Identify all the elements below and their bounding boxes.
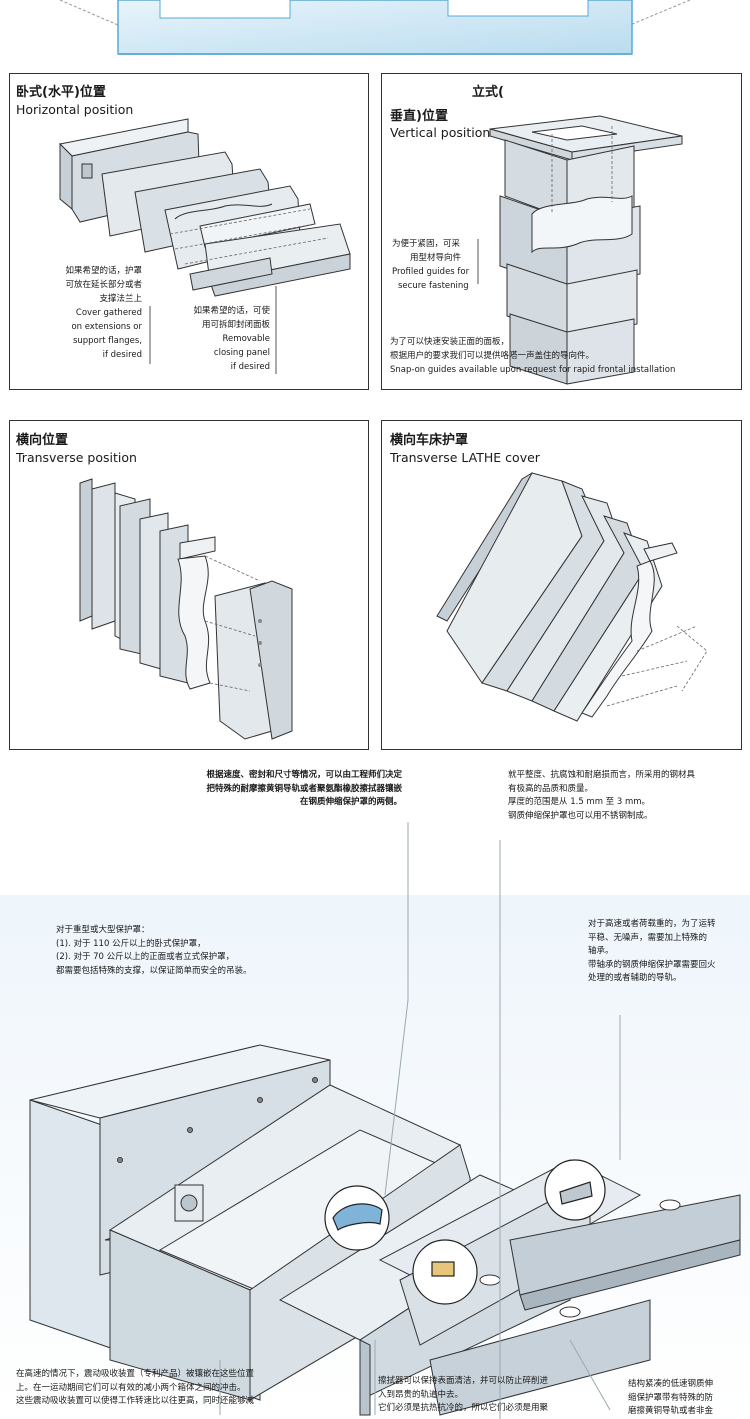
callout-steel-quality: 就平整度、抗腐蚀和耐磨损而言，所采用的钢材具 有极高的品质和质量。 厚度的范围是… <box>508 770 696 821</box>
callout-high-speed: 对于高速或者荷载重的，为了运转 平稳、无噪声，需要加上特殊的 轴承。 带轴承的钢… <box>588 919 716 983</box>
callout-low-speed: 结构紧凑的低速钢质伸 缩保护罩带有特殊的防 磨擦黄铜导轨或者非金 <box>628 1379 714 1416</box>
panel-title-en: Transverse LATHE cover <box>390 450 540 465</box>
panel-title-en: Transverse position <box>16 450 137 465</box>
callout-wipers: 擦拭器可以保持表面清洁，并可以防止碎削进 入到昂贵的轨道中去。 它们必须是抗热抗… <box>378 1376 549 1413</box>
panel-title-zh-2: 垂直)位置 <box>390 109 448 124</box>
panel-lathe: 横向车床护罩 Transverse LATHE cover <box>381 420 742 750</box>
note-profiled-guides: 为便于紧固，可采 用型材导向件 Profiled guides for secu… <box>392 239 470 291</box>
main-cover-illustration <box>0 822 750 1419</box>
panel-horizontal: 卧式(水平)位置 Horizontal position 如果希望的话，护罩 可… <box>9 73 369 390</box>
horizontal-cover-drawing <box>58 118 351 297</box>
panel-title-zh-1: 立式( <box>472 85 504 100</box>
panel-vertical: 立式( 垂直)位置 Vertical position 为便于紧固，可采 用型材… <box>381 73 742 390</box>
callout-heavy-covers: 对于重型或大型保护罩： (1). 对于 110 公斤以上的卧式保护罩， (2).… <box>56 925 252 976</box>
note-removable-panel: 如果希望的话，可使 用可拆卸封闭面板 Removable closing pan… <box>193 306 270 372</box>
panel-title-zh: 横向位置 <box>16 433 69 448</box>
panel-title-en: Horizontal position <box>16 102 134 117</box>
lathe-cover-drawing <box>436 472 708 722</box>
panel-title-en: Vertical position <box>390 125 491 140</box>
callout-shock-absorbers: 在高速的情况下，震动吸收装置（专利产品）被镶嵌在这些位置 上。在一运动期间它们可… <box>16 1369 255 1406</box>
top-illustration <box>59 0 691 55</box>
panel-transverse: 横向位置 Transverse position <box>9 420 369 750</box>
horizontal-leader-lines <box>149 286 277 374</box>
panel-title-zh: 横向车床护罩 <box>390 433 469 448</box>
callout-guide-wipers: 根据速度、密封和尺寸等情况，可以由工程师们决定 把特殊的耐摩擦黄铜导轨或者聚氨酯… <box>206 770 402 807</box>
note-cover-gathered: 如果希望的话，护罩 可放在延长部分或者 支撑法兰上 Cover gathered… <box>65 266 142 360</box>
transverse-cover-drawing <box>79 478 293 740</box>
vertical-cover-drawing <box>477 115 683 385</box>
panel-title-zh: 卧式(水平)位置 <box>16 85 106 100</box>
note-snap-on-guides: 为了可以快速安装正面的面板， 根据用户的要求我们可以提供咯嗒一声盖住的导向件。 … <box>390 337 676 375</box>
